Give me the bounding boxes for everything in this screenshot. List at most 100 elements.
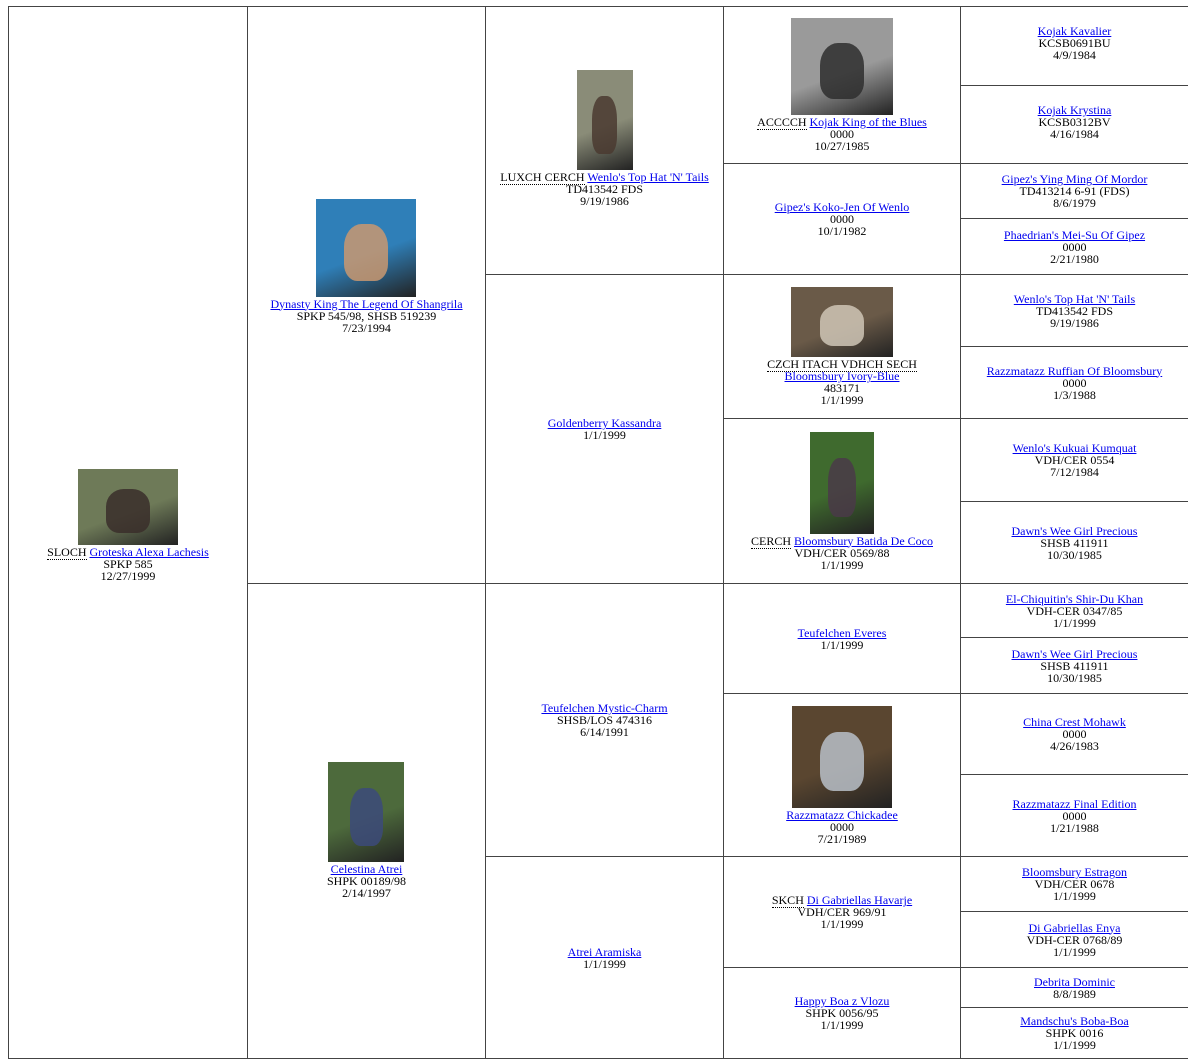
dog-registration: SHPK 0016 <box>1045 1026 1104 1040</box>
dog-name-link[interactable]: Goldenberry Kassandra <box>547 416 662 430</box>
dog-name-link[interactable]: Dawn's Wee Girl Precious <box>1011 646 1138 661</box>
dog-registration: SPKP 545/98, SHSB 519239 <box>296 308 437 323</box>
dog-name-link[interactable]: Razzmatazz Chickadee <box>786 807 898 822</box>
dog-birthdate: 1/1/1999 <box>1053 889 1096 903</box>
dog-name-link[interactable]: Kojak Krystina <box>1037 103 1112 117</box>
dog-name-link[interactable]: Wenlo's Top Hat 'N' Tails <box>587 170 709 184</box>
dog-birthdate: 1/1/1999 <box>820 557 864 572</box>
dog-name-link[interactable]: Phaedrian's Mei-Su Of Gipez <box>1003 227 1146 242</box>
dog-birthdate: 1/1/1999 <box>820 917 864 931</box>
dog-birthdate: 6/14/1991 <box>580 725 629 739</box>
dog-birthdate: 8/6/1979 <box>1053 196 1096 210</box>
dog-registration: 0000 <box>1062 808 1087 823</box>
dog-birthdate: 7/21/1989 <box>817 831 867 846</box>
title-abbreviation: SKCH <box>771 893 804 908</box>
dog-birthdate: 7/12/1984 <box>1050 465 1099 479</box>
dog-photo-icon <box>328 761 405 862</box>
dog-name-link[interactable]: Dynasty King The Legend Of Shangrila <box>270 296 463 311</box>
dog-birthdate: 1/1/1999 <box>1053 944 1096 959</box>
dog-name-link[interactable]: Bloomsbury Estragon <box>1022 865 1127 879</box>
dog-name-link[interactable]: Gipez's Koko-Jen Of Wenlo <box>774 200 910 214</box>
dog-photo-icon <box>791 287 893 357</box>
title-abbreviation: CZCH ITACH VDHCH SECH <box>767 357 917 372</box>
dog-birthdate: 9/19/1986 <box>580 194 629 208</box>
dog-birthdate: 1/1/1999 <box>820 637 864 652</box>
title-abbreviation: SLOCH <box>47 545 87 560</box>
dog-registration: 0000 <box>1062 375 1087 390</box>
dog-registration: TD413542 FDS <box>565 182 643 196</box>
title-abbreviation: LUXCH CERCH <box>500 170 585 185</box>
dog-name-link[interactable]: Teufelchen Everes <box>797 625 887 640</box>
dog-photo-icon <box>576 70 633 170</box>
dog-photo-icon <box>791 705 892 808</box>
dog-name-link[interactable]: Wenlo's Top Hat 'N' Tails <box>1013 291 1136 306</box>
dog-registration: 0000 <box>1062 239 1087 254</box>
dog-birthdate: 1/1/1999 <box>820 393 864 407</box>
dog-name-link[interactable]: Happy Boa z Vlozu <box>794 994 890 1008</box>
dog-name-link[interactable]: Atrei Aramiska <box>567 944 642 959</box>
dog-name-link[interactable]: Teufelchen Mystic-Charm <box>541 701 668 715</box>
dog-birthdate: 10/30/1985 <box>1047 670 1102 685</box>
dog-name-link[interactable]: Bloomsbury Ivory-Blue <box>784 369 900 383</box>
dog-registration: VDH/CER 969/91 <box>797 905 887 919</box>
dog-registration: VDH/CER 0569/88 <box>794 545 890 560</box>
dog-name-link[interactable]: El-Chiquitin's Shir-Du Khan <box>1005 591 1144 606</box>
dog-registration: SHPK 00189/98 <box>326 873 406 888</box>
dog-registration: VDH/CER 0554 <box>1034 453 1115 467</box>
dog-name-link[interactable]: Kojak King of the Blues <box>809 115 927 129</box>
dog-birthdate: 2/21/1980 <box>1050 251 1099 266</box>
dog-name-link[interactable]: Debrita Dominic <box>1034 974 1115 989</box>
dog-silhouette <box>819 305 865 346</box>
dog-name-link[interactable]: Mandschu's Boba-Boa <box>1020 1014 1129 1028</box>
dog-name-link[interactable]: China Crest Mohawk <box>1023 715 1126 729</box>
dog-name-link[interactable]: Celestina Atrei <box>330 861 403 876</box>
dog-name-link[interactable]: Di Gabriellas Havarje <box>806 893 913 907</box>
dog-silhouette <box>344 223 389 281</box>
dog-silhouette <box>349 787 384 846</box>
dog-name-link[interactable]: Wenlo's Kukuai Kumquat <box>1012 441 1137 455</box>
dog-birthdate: 1/21/1988 <box>1050 820 1099 835</box>
dog-photo-icon <box>791 18 893 115</box>
dog-name-link[interactable]: Gipez's Ying Ming Of Mordor <box>1001 172 1148 186</box>
dog-registration: SHSB/LOS 474316 <box>556 713 653 727</box>
dog-photo-icon <box>77 469 178 545</box>
dog-name-link[interactable]: Bloomsbury Batida De Coco <box>794 533 933 548</box>
dog-name-link[interactable]: Groteska Alexa Lachesis <box>89 545 209 559</box>
dog-registration: 0000 <box>830 127 854 141</box>
dog-registration: 483171 <box>824 381 860 395</box>
dog-name-link[interactable]: Razzmatazz Final Edition <box>1012 796 1137 811</box>
dog-birthdate: 10/30/1985 <box>1047 547 1102 562</box>
dog-birthdate: 12/27/1999 <box>100 569 156 583</box>
dog-birthdate: 1/1/1999 <box>1053 615 1096 630</box>
dog-birthdate: 1/3/1988 <box>1053 387 1096 402</box>
dog-name-link[interactable]: Razzmatazz Ruffian Of Bloomsbury <box>986 363 1163 378</box>
dog-name-link[interactable]: Di Gabriellas Enya <box>1028 920 1121 935</box>
dog-name-link[interactable]: Kojak Kavalier <box>1037 24 1112 38</box>
dog-name-link[interactable]: Dawn's Wee Girl Precious <box>1011 523 1138 538</box>
dog-birthdate: 8/8/1989 <box>1053 986 1096 1001</box>
dog-registration: VDH/CER 0678 <box>1034 877 1115 891</box>
dog-birthdate: 9/19/1986 <box>1050 315 1099 330</box>
dog-registration: KCSB0691BU <box>1038 36 1111 50</box>
dog-registration: SHPK 0056/95 <box>805 1006 879 1020</box>
